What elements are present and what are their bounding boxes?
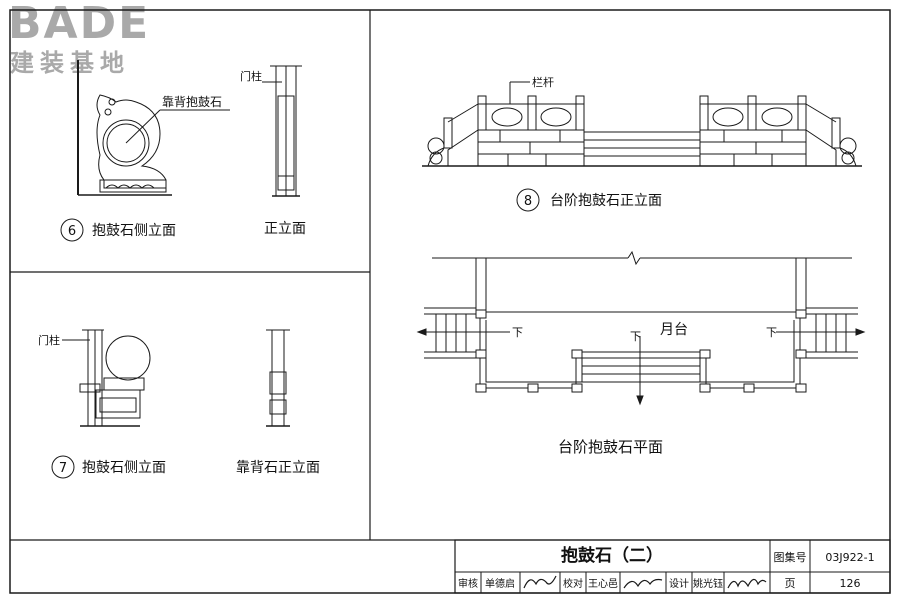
reviewer-name: 单德启 xyxy=(485,577,515,590)
panel-8 xyxy=(422,81,862,212)
detail-number-6: 6 xyxy=(68,224,76,239)
watermark-logo: BADE 建装基地 xyxy=(8,2,168,82)
designer-signature xyxy=(727,578,767,589)
label-railing: 栏杆 xyxy=(532,75,554,89)
arrow-label-down-right: 下 xyxy=(766,326,777,339)
reviewer-signature xyxy=(523,575,557,589)
detail-number-7: 7 xyxy=(59,461,67,476)
arrow-label-down-center: 下 xyxy=(630,330,641,343)
page-label: 页 xyxy=(785,577,796,590)
detail-number-8: 8 xyxy=(524,194,532,209)
sheet-border xyxy=(9,9,891,594)
page-number: 126 xyxy=(840,577,861,590)
panel-7 xyxy=(51,329,290,479)
label-platform: 月台 xyxy=(660,322,688,338)
arrow-label-down-left: 下 xyxy=(512,326,523,339)
checker-signature xyxy=(623,578,663,589)
plan-drawing xyxy=(416,250,866,406)
review-label: 审核 xyxy=(458,577,478,590)
label-door-post-7: 门柱 xyxy=(38,333,60,347)
atlas-label: 图集号 xyxy=(774,550,807,564)
atlas-number: 03J922-1 xyxy=(825,551,874,564)
caption-8: 台阶抱鼓石正立面 xyxy=(550,193,662,209)
caption-7-front: 靠背石正立面 xyxy=(236,460,320,476)
title-block xyxy=(454,539,891,594)
watermark-brand: BADE xyxy=(8,0,151,49)
caption-7-side: 抱鼓石侧立面 xyxy=(82,460,166,476)
checker-name: 王心邑 xyxy=(588,578,618,590)
label-door-post-6: 门柱 xyxy=(240,69,262,83)
caption-6-side: 抱鼓石侧立面 xyxy=(92,223,176,239)
drawing-title: 抱鼓石（二） xyxy=(561,545,663,566)
caption-6-front: 正立面 xyxy=(264,221,306,237)
design-label: 设计 xyxy=(669,577,689,590)
label-backrest-stone: 靠背抱鼓石 xyxy=(162,94,222,109)
check-label: 校对 xyxy=(563,577,583,590)
watermark-subtitle: 建装基地 xyxy=(10,49,130,77)
designer-name: 姚光钰 xyxy=(693,577,723,590)
caption-plan: 台阶抱鼓石平面 xyxy=(558,438,663,456)
panel-6 xyxy=(60,60,302,242)
